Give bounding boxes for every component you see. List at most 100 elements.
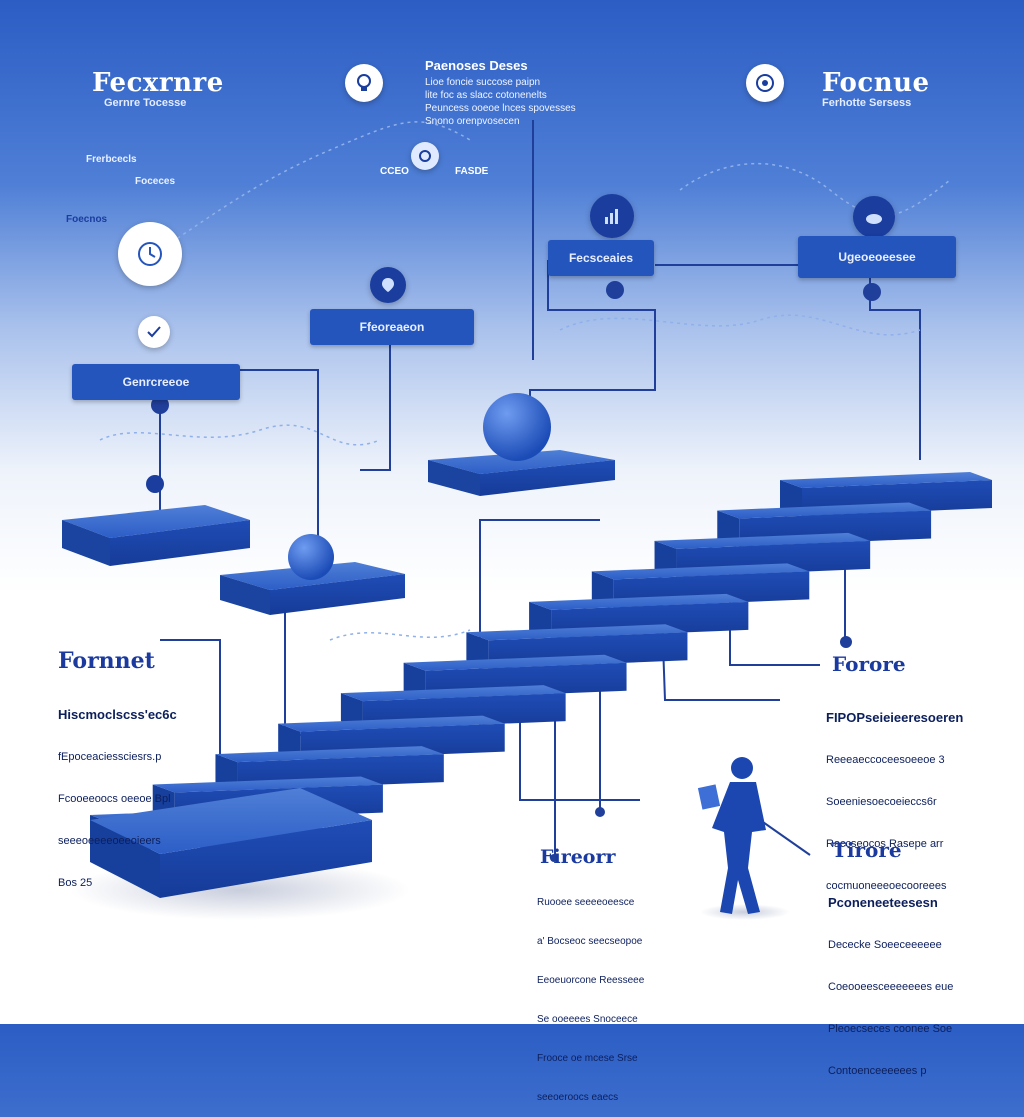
section-bottom-right-line-2: Dececke Soeeceeeeee — [828, 939, 942, 951]
platform-mid-side — [270, 574, 405, 615]
stair-step-side-5 — [340, 693, 363, 730]
connector-dot-6 — [550, 854, 558, 862]
label-forecos: Foecnos — [66, 214, 108, 225]
clock-face — [138, 242, 162, 266]
person-icon — [697, 757, 766, 914]
platform-mid-front — [220, 575, 270, 615]
section-right-line-5: cocmuoneeeoecooreees — [826, 880, 947, 892]
chart-glyph — [605, 209, 618, 224]
person-body — [712, 782, 766, 914]
section-left-line-1: Hiscmoclscss'ec6c — [58, 707, 177, 722]
stair-step-side-4 — [278, 723, 301, 760]
header-center-title: Paenoses Deses — [425, 58, 528, 73]
section-bottom-right-line-5: Contoenceeeeees p — [828, 1065, 927, 1077]
header-center-line-1: Lioe foncie succose paipn — [425, 77, 541, 88]
person-head — [731, 757, 753, 779]
section-right-text: FIPOPseieieeresoeren Reeeaeccoceesoeeoe … — [826, 683, 963, 907]
gear-ring — [419, 150, 431, 162]
staircase — [90, 472, 992, 898]
connector-line-16 — [759, 819, 811, 856]
target-icon — [746, 64, 784, 102]
sphere-large — [483, 393, 551, 461]
connector-line-5 — [529, 260, 656, 440]
lightbulb-bulb — [357, 74, 371, 88]
section-left-text: Hiscmoclscss'ec6c fEpoceaciessciesrs.p F… — [58, 680, 177, 904]
header-center-line-3: Peuncess ooeoe lnces spovesses — [425, 103, 576, 114]
figure-shadow — [700, 904, 790, 920]
platform-upper-top — [428, 450, 615, 474]
platform-left-front — [62, 520, 110, 566]
stair-step-top-11 — [717, 502, 932, 519]
label-freiber: Frerbcecls — [86, 154, 137, 165]
sketch-path-3 — [679, 163, 951, 217]
stair-step-side-10 — [654, 540, 677, 577]
section-left-line-2: fEpoceaciessciesrs.p — [58, 751, 162, 763]
stair-step-side-7 — [466, 632, 489, 669]
stair-step-top-6 — [403, 654, 627, 671]
sphere-small — [288, 534, 334, 580]
sketch-path-5 — [329, 629, 471, 641]
connector-dot-3 — [863, 283, 881, 301]
connector-line-2 — [240, 369, 319, 560]
section-bottom-right-line-3: Coeooeesceeeeeees eue — [828, 981, 954, 993]
header-center-line-2: lite foc as slacc cotonenelts — [425, 90, 547, 101]
cloud-glyph — [866, 214, 882, 224]
stair-step-side-12 — [780, 480, 802, 516]
check-icon — [138, 316, 170, 348]
stair-step-top-5 — [340, 685, 566, 702]
section-bottom-right-title: Tirore — [832, 838, 902, 862]
platform-left-side — [110, 520, 250, 566]
section-right-line-2: Reeeaeccoceesoeeoe 3 — [826, 754, 945, 766]
stair-base-side — [90, 820, 160, 898]
section-bottom-center-line-2: a' Bocseoc seecseopoe — [537, 936, 643, 947]
connector-line-3 — [360, 345, 391, 471]
stair-step-side-9 — [591, 571, 614, 608]
floating-platforms — [62, 450, 615, 615]
gear-glyph — [419, 150, 431, 162]
clock-glyph — [138, 242, 162, 266]
stair-step-top-2 — [152, 776, 383, 793]
section-bottom-center-text: Ruooee seeeeoeesce a' Bocseoc seecseopoe… — [537, 870, 644, 1117]
section-left-line-3: Fcooeeoocs oeeoe Bpl — [58, 793, 171, 805]
stair-step-side-11 — [717, 510, 740, 547]
stair-base-front — [160, 820, 372, 898]
stair-step-top-7 — [466, 624, 688, 641]
connector-dot-5 — [595, 807, 605, 817]
section-bottom-center-line-6: seeoeroocs eaecs — [537, 1092, 619, 1103]
stair-base-top — [90, 788, 372, 854]
sketch-lines — [99, 121, 951, 641]
label-fasde: FASDE — [455, 166, 489, 177]
sketch-path-2 — [99, 424, 381, 446]
tag-right: Ugeoeoeesee — [798, 236, 956, 278]
lightbulb-glyph — [357, 74, 371, 91]
header-left-title: Fecxrnre — [92, 68, 224, 98]
stair-step-top-3 — [215, 746, 444, 763]
tag-center-right: Fecsceaies — [548, 240, 654, 276]
tag-middle: Ffeoreaeon — [310, 309, 474, 345]
section-bottom-right-line-4: Pleoecseces coonee Soe — [828, 1023, 953, 1035]
pin-shape — [382, 278, 394, 292]
connector-dot-1 — [151, 396, 169, 414]
section-left-title: Fornnet — [58, 648, 155, 674]
sketch-path-4 — [559, 314, 921, 336]
section-right-line-1: FIPOPseieieeresoeren — [826, 710, 964, 725]
stair-step-top-8 — [529, 593, 749, 610]
clock-icon — [118, 222, 182, 286]
header-right-title: Focnue — [822, 68, 930, 98]
connector-line-13 — [519, 720, 640, 801]
stair-step-side-3 — [215, 754, 238, 791]
section-bottom-center-line-4: Se ooeeees Snoceece — [537, 1014, 638, 1025]
connector-line-14 — [160, 639, 221, 790]
staircase-diagram — [62, 120, 992, 920]
connector-dots — [151, 281, 881, 862]
chart-bar-3 — [615, 209, 618, 224]
sphere-tiny — [146, 475, 164, 493]
lightbulb-base — [361, 87, 367, 91]
header-left-subtitle: Gernre Tocesse — [104, 97, 187, 109]
section-right-line-4: Raccseocos Rasepe arr — [826, 838, 944, 850]
section-bottom-right-text: Pconeneeteesesn Dececke Soeeceeeeee Coeo… — [828, 868, 953, 1092]
cloud-shape — [866, 214, 882, 224]
gear-icon — [411, 142, 439, 170]
stair-step-side-6 — [403, 662, 426, 699]
section-right-title: Forore — [832, 652, 906, 676]
